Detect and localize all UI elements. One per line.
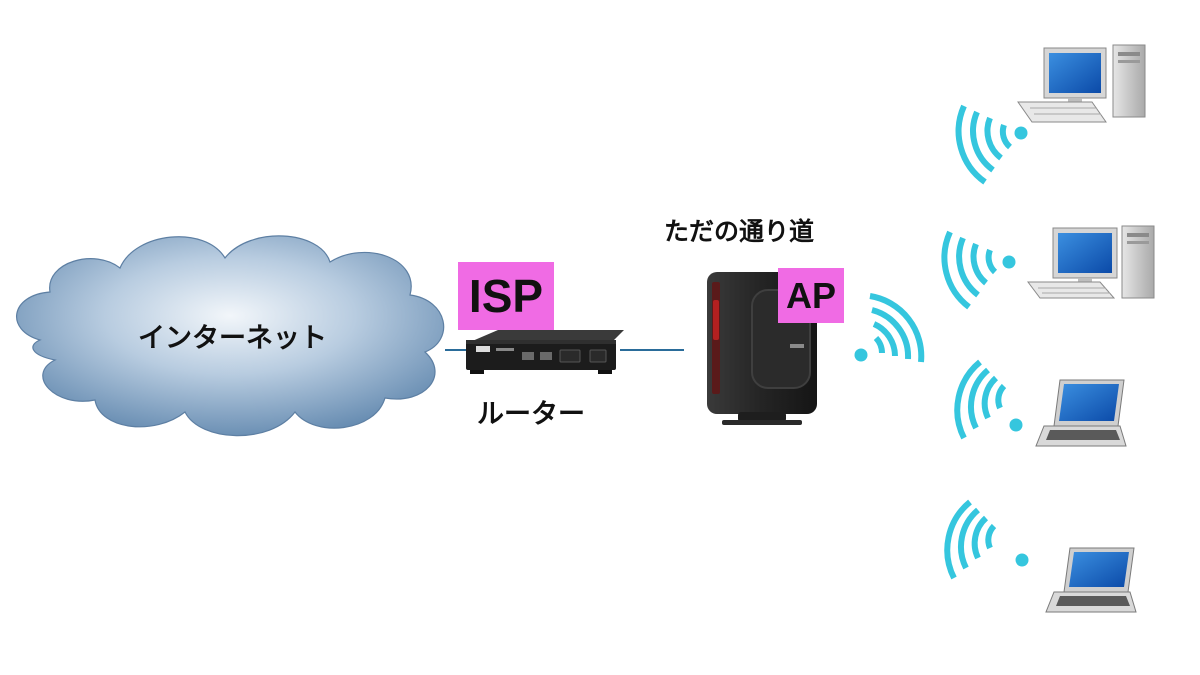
ap-wifi-signal bbox=[869, 293, 925, 363]
laptop-pc-1 bbox=[1035, 379, 1127, 447]
ap-caption: ただの通り道 bbox=[664, 217, 815, 246]
ap-tag: AP bbox=[778, 268, 844, 323]
router-device bbox=[466, 330, 624, 374]
device-3-wifi bbox=[954, 359, 1023, 440]
internet-label: インターネット bbox=[138, 323, 327, 354]
device-4-wifi bbox=[944, 499, 1029, 580]
desktop-pc-1 bbox=[1017, 44, 1146, 123]
ap-wifi-dot bbox=[854, 348, 868, 362]
access-point-device bbox=[707, 272, 817, 425]
device-1-wifi bbox=[955, 104, 1028, 185]
isp-tag: ISP bbox=[458, 262, 554, 330]
device-2-wifi bbox=[941, 230, 1016, 310]
internet-cloud bbox=[16, 235, 445, 437]
desktop-pc-2 bbox=[1027, 225, 1155, 299]
router-label: ルーター bbox=[477, 399, 585, 430]
laptop-pc-2 bbox=[1045, 547, 1137, 613]
